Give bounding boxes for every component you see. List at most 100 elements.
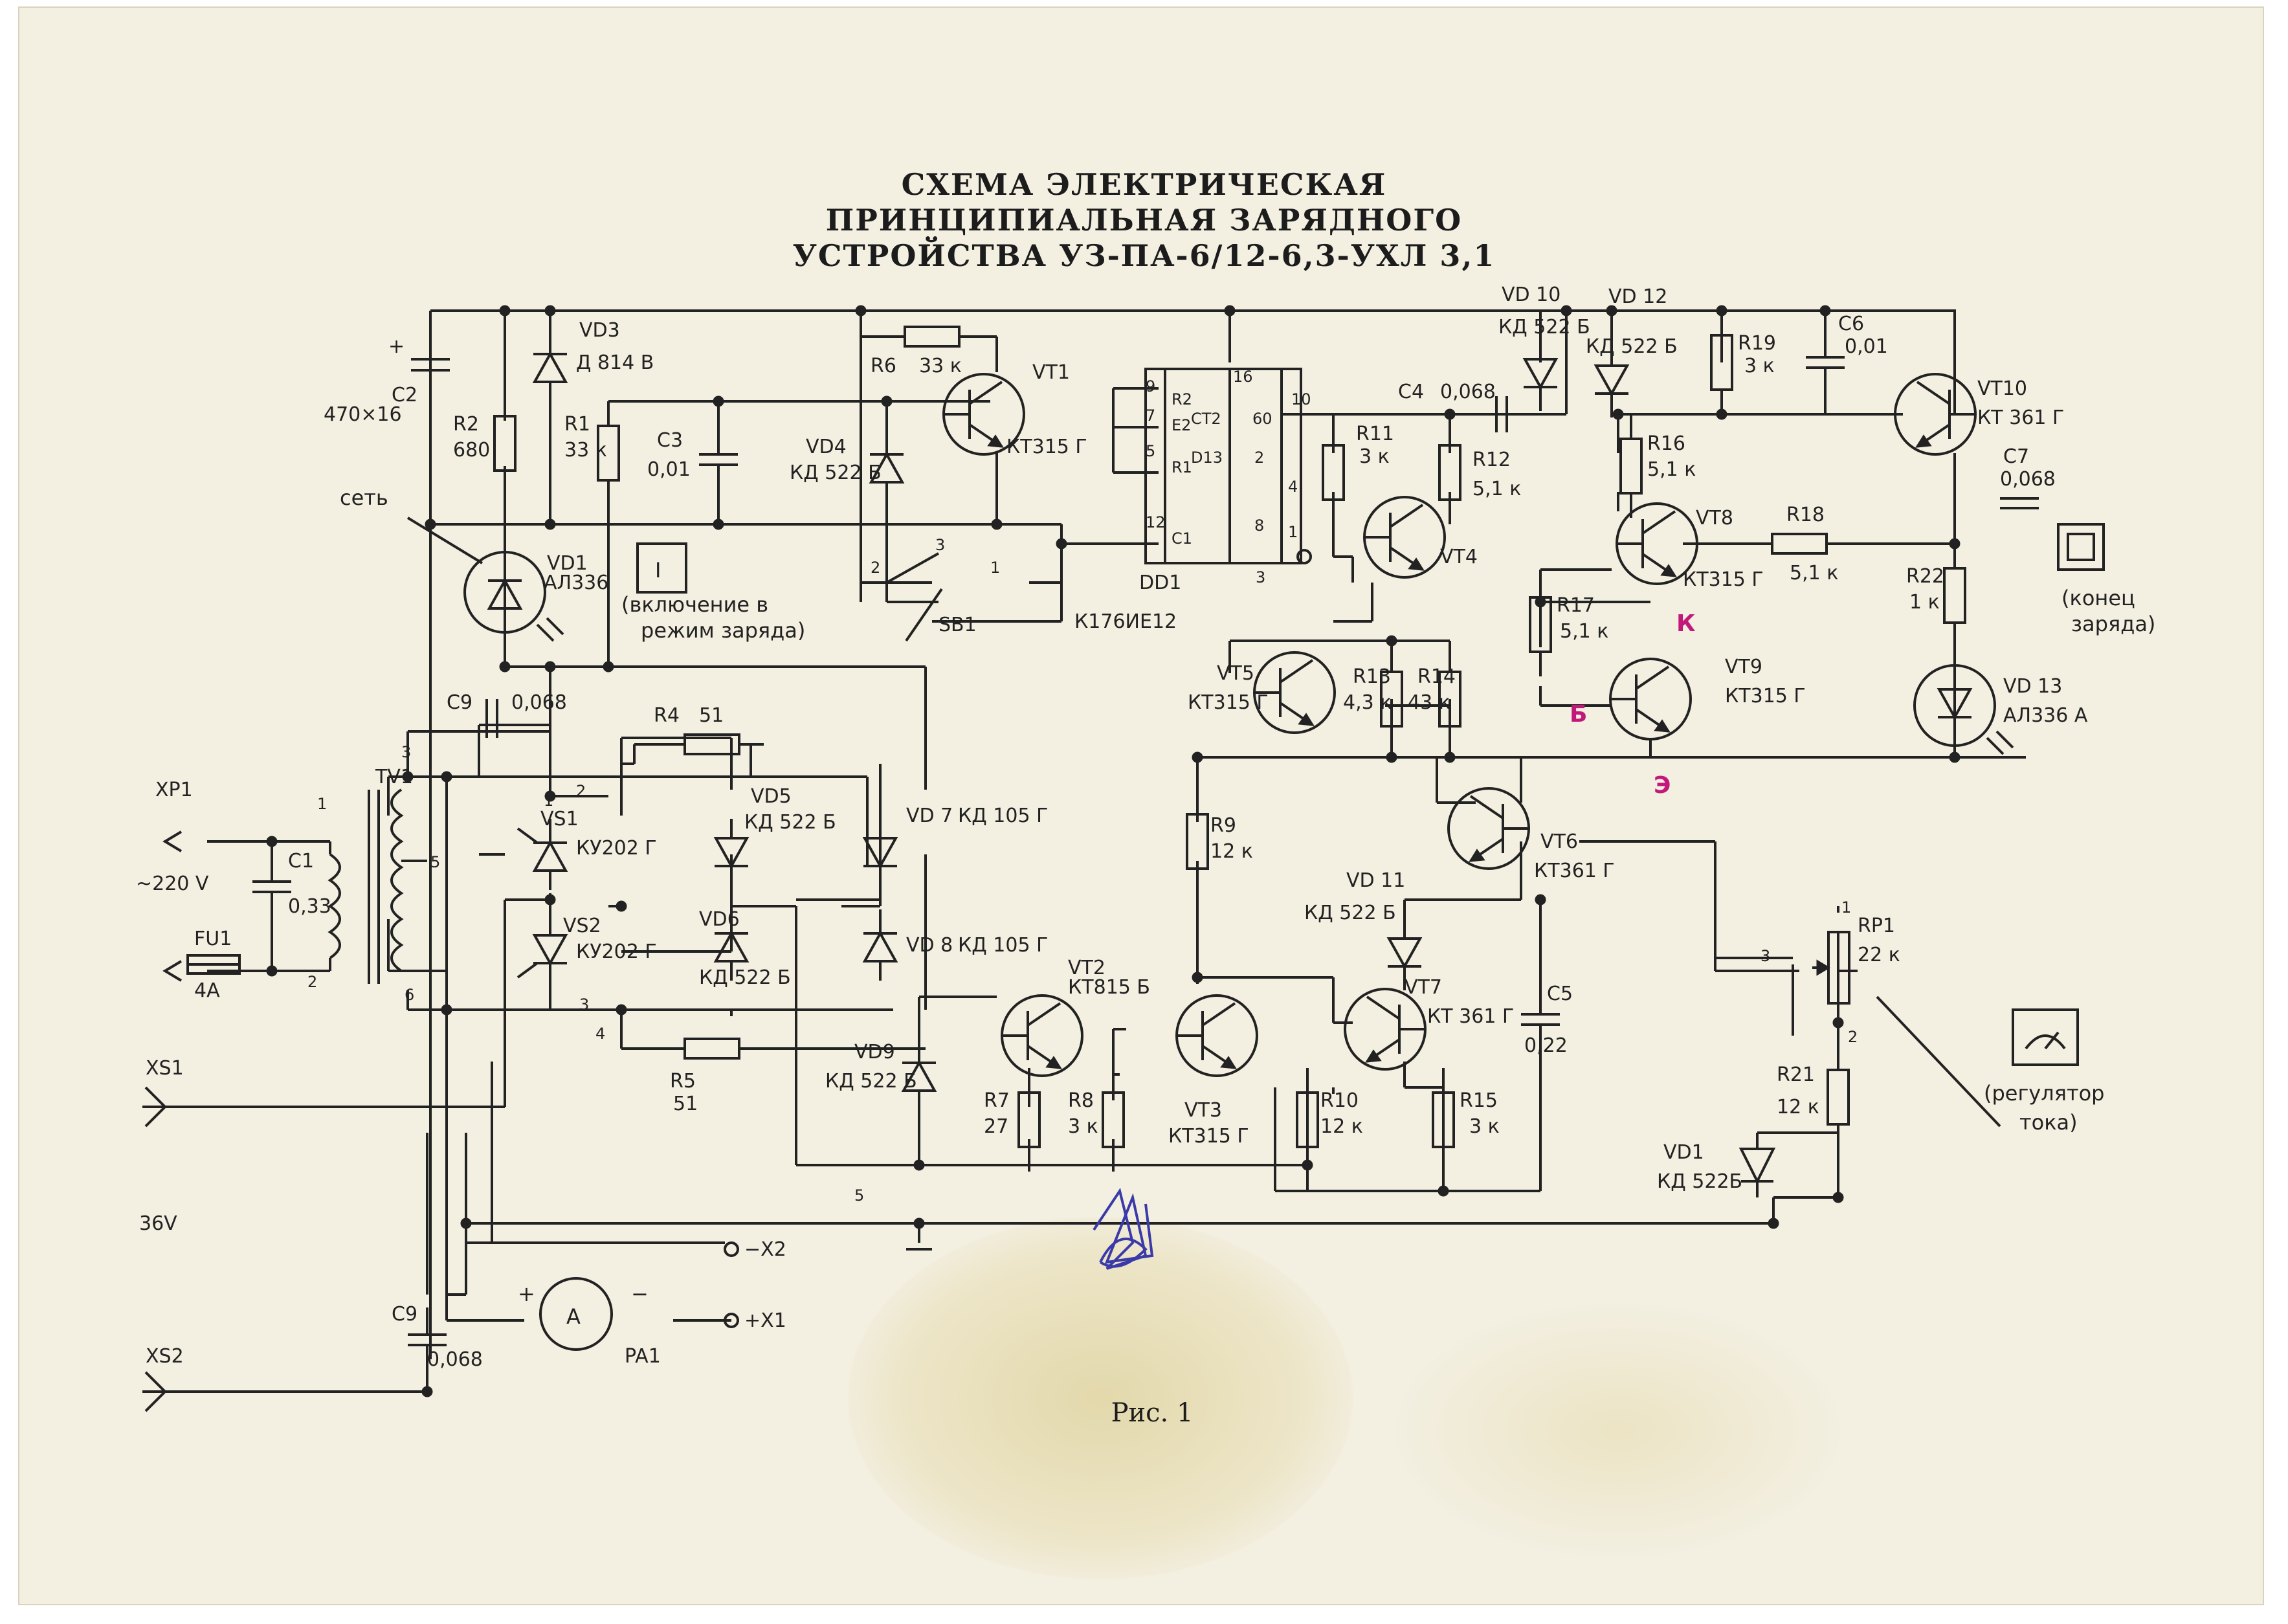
tv1-pin-1b: 1 bbox=[544, 792, 553, 810]
current-regulator-indicator: (регулятор тока) bbox=[1984, 1008, 2104, 1135]
ammeter-pa1: A + − PA1 bbox=[518, 1277, 661, 1368]
socket-xs2: XS2 bbox=[144, 1345, 184, 1412]
pen-scribble bbox=[1093, 1188, 1154, 1270]
vt6-label: VT6 bbox=[1540, 830, 1578, 853]
thyristor-vs2 bbox=[516, 915, 568, 988]
vt10-label: VT10 bbox=[1977, 377, 2027, 400]
r7-value: 27 bbox=[984, 1115, 1008, 1138]
vt10-value: КТ 361 Г bbox=[1977, 406, 2064, 429]
vd1-led-value: АЛ336 bbox=[544, 572, 608, 594]
tv1-pin-3b: 3 bbox=[579, 996, 589, 1014]
c3-label: C3 bbox=[657, 429, 683, 452]
r6-value: 33 к bbox=[919, 355, 962, 377]
tv1-pin-2b: 2 bbox=[576, 782, 586, 800]
pen-mark-b: Б bbox=[1570, 701, 1587, 728]
end-charge-line1: (конец bbox=[2061, 586, 2135, 610]
vt7-value: КТ 361 Г bbox=[1427, 1005, 1514, 1028]
resistor-r16 bbox=[1619, 413, 1643, 519]
dd1-60: 60 bbox=[1252, 410, 1272, 428]
dd1-pin-1: 1 bbox=[1288, 523, 1298, 541]
end-charge-indicator: (конец заряда) bbox=[2057, 523, 2155, 636]
dd1-pin-8: 8 bbox=[1254, 517, 1264, 535]
dd1-pin-16: 16 bbox=[1233, 368, 1253, 386]
r1-label: R1 bbox=[564, 413, 590, 436]
capacitor-c2: + C2 470×16 bbox=[324, 311, 450, 426]
r19-value: 3 к bbox=[1744, 355, 1775, 377]
resistor-r6 bbox=[879, 326, 985, 348]
dd1-pin-5: 5 bbox=[1146, 442, 1155, 460]
r22-value: 1 к bbox=[1909, 591, 1940, 614]
plug-xp1: XP1 ~220 V bbox=[136, 779, 209, 982]
transistor-vt10 bbox=[1894, 373, 1977, 456]
vd3-label: VD3 bbox=[579, 319, 620, 342]
charge-symbol: I bbox=[655, 558, 661, 583]
r19-label: R19 bbox=[1738, 332, 1776, 355]
paper-stain bbox=[848, 1217, 1353, 1579]
r1-value: 33 к bbox=[564, 439, 607, 462]
resistor-r5 bbox=[659, 1038, 765, 1060]
vs2-label: VS2 bbox=[563, 915, 601, 937]
vd9-value: КД 522 Б bbox=[825, 1070, 917, 1093]
vd12-label: VD 12 bbox=[1608, 285, 1667, 308]
dd1-pin-3: 3 bbox=[1256, 568, 1265, 586]
r16-value: 5,1 к bbox=[1647, 458, 1696, 481]
r9-value: 12 к bbox=[1210, 840, 1253, 863]
r21-label: R21 bbox=[1777, 1063, 1815, 1086]
x1-label: +X1 bbox=[744, 1309, 786, 1332]
resistor-r18 bbox=[1746, 533, 1852, 555]
c9-bottom-label: C9 bbox=[392, 1303, 417, 1326]
c6-label: C6 bbox=[1838, 313, 1864, 335]
vt5-value: КТ315 Г bbox=[1188, 691, 1269, 714]
r10-label: R10 bbox=[1320, 1089, 1359, 1112]
vd1-value: КД 522Б bbox=[1657, 1170, 1742, 1193]
dd1-value: К176ИЕ12 bbox=[1074, 610, 1177, 633]
r4-value: 51 bbox=[699, 704, 724, 727]
dd1-pin-2: 2 bbox=[1254, 449, 1264, 467]
c9-bottom-value: 0,068 bbox=[427, 1348, 483, 1371]
vt3-label: VT3 bbox=[1184, 1099, 1222, 1122]
dd1-label: DD1 bbox=[1139, 572, 1181, 594]
tv1-pin-3: 3 bbox=[401, 743, 411, 761]
r14-label: R14 bbox=[1417, 665, 1456, 688]
c5-label: C5 bbox=[1547, 983, 1573, 1005]
resistor-r11 bbox=[1322, 419, 1345, 526]
r11-value: 3 к bbox=[1359, 445, 1390, 468]
tv1-label: TV1 bbox=[375, 766, 413, 788]
pen-mark-e: Э bbox=[1654, 772, 1671, 799]
vd6-label: VD6 bbox=[699, 908, 740, 931]
resistor-r22 bbox=[1943, 542, 1966, 649]
vd3-value: Д 814 В bbox=[576, 351, 654, 374]
r2-label: R2 bbox=[453, 413, 479, 436]
vd4-value: КД 522 Б bbox=[790, 462, 882, 484]
resistor-r12 bbox=[1438, 419, 1461, 526]
transistor-vt7 bbox=[1344, 988, 1427, 1071]
mains-annotation: сеть bbox=[340, 485, 388, 510]
r15-label: R15 bbox=[1460, 1089, 1498, 1112]
sb1-pin-1: 1 bbox=[990, 559, 1000, 577]
terminal-x1 bbox=[724, 1313, 739, 1328]
r22-label: R22 bbox=[1906, 565, 1944, 588]
vt5-label: VT5 bbox=[1217, 662, 1254, 685]
fuse-fu1 bbox=[186, 954, 241, 975]
figure-caption: Рис. 1 bbox=[1111, 1398, 1194, 1428]
zener-vd3 bbox=[532, 329, 568, 403]
vd6-value: КД 522 Б bbox=[699, 966, 791, 989]
potentiometer-rp1: RP1 22 к 1 2 3 bbox=[1760, 898, 2001, 1128]
transistor-vt9 bbox=[1609, 658, 1692, 740]
charge-mode-line1: (включение в bbox=[621, 592, 768, 617]
r6-label: R6 bbox=[871, 355, 896, 377]
transistor-vt3 bbox=[1175, 994, 1258, 1077]
c7-label: C7 bbox=[2003, 445, 2029, 468]
vd9-label: VD9 bbox=[854, 1041, 895, 1063]
vt9-label: VT9 bbox=[1725, 656, 1762, 678]
dd1-pin-10: 10 bbox=[1291, 390, 1311, 408]
r4-label: R4 bbox=[654, 704, 680, 727]
r8-value: 3 к bbox=[1068, 1115, 1098, 1138]
switch-sb1: SB1 2 3 1 bbox=[871, 536, 1000, 642]
dd1-pin-c1: C1 bbox=[1172, 529, 1192, 548]
vd1-label: VD1 bbox=[1663, 1141, 1704, 1164]
capacitor-c7: C7 0,068 bbox=[2000, 445, 2056, 509]
vd10-value: КД 522 Б bbox=[1498, 316, 1590, 339]
rp1-label: RP1 bbox=[1858, 915, 1895, 937]
